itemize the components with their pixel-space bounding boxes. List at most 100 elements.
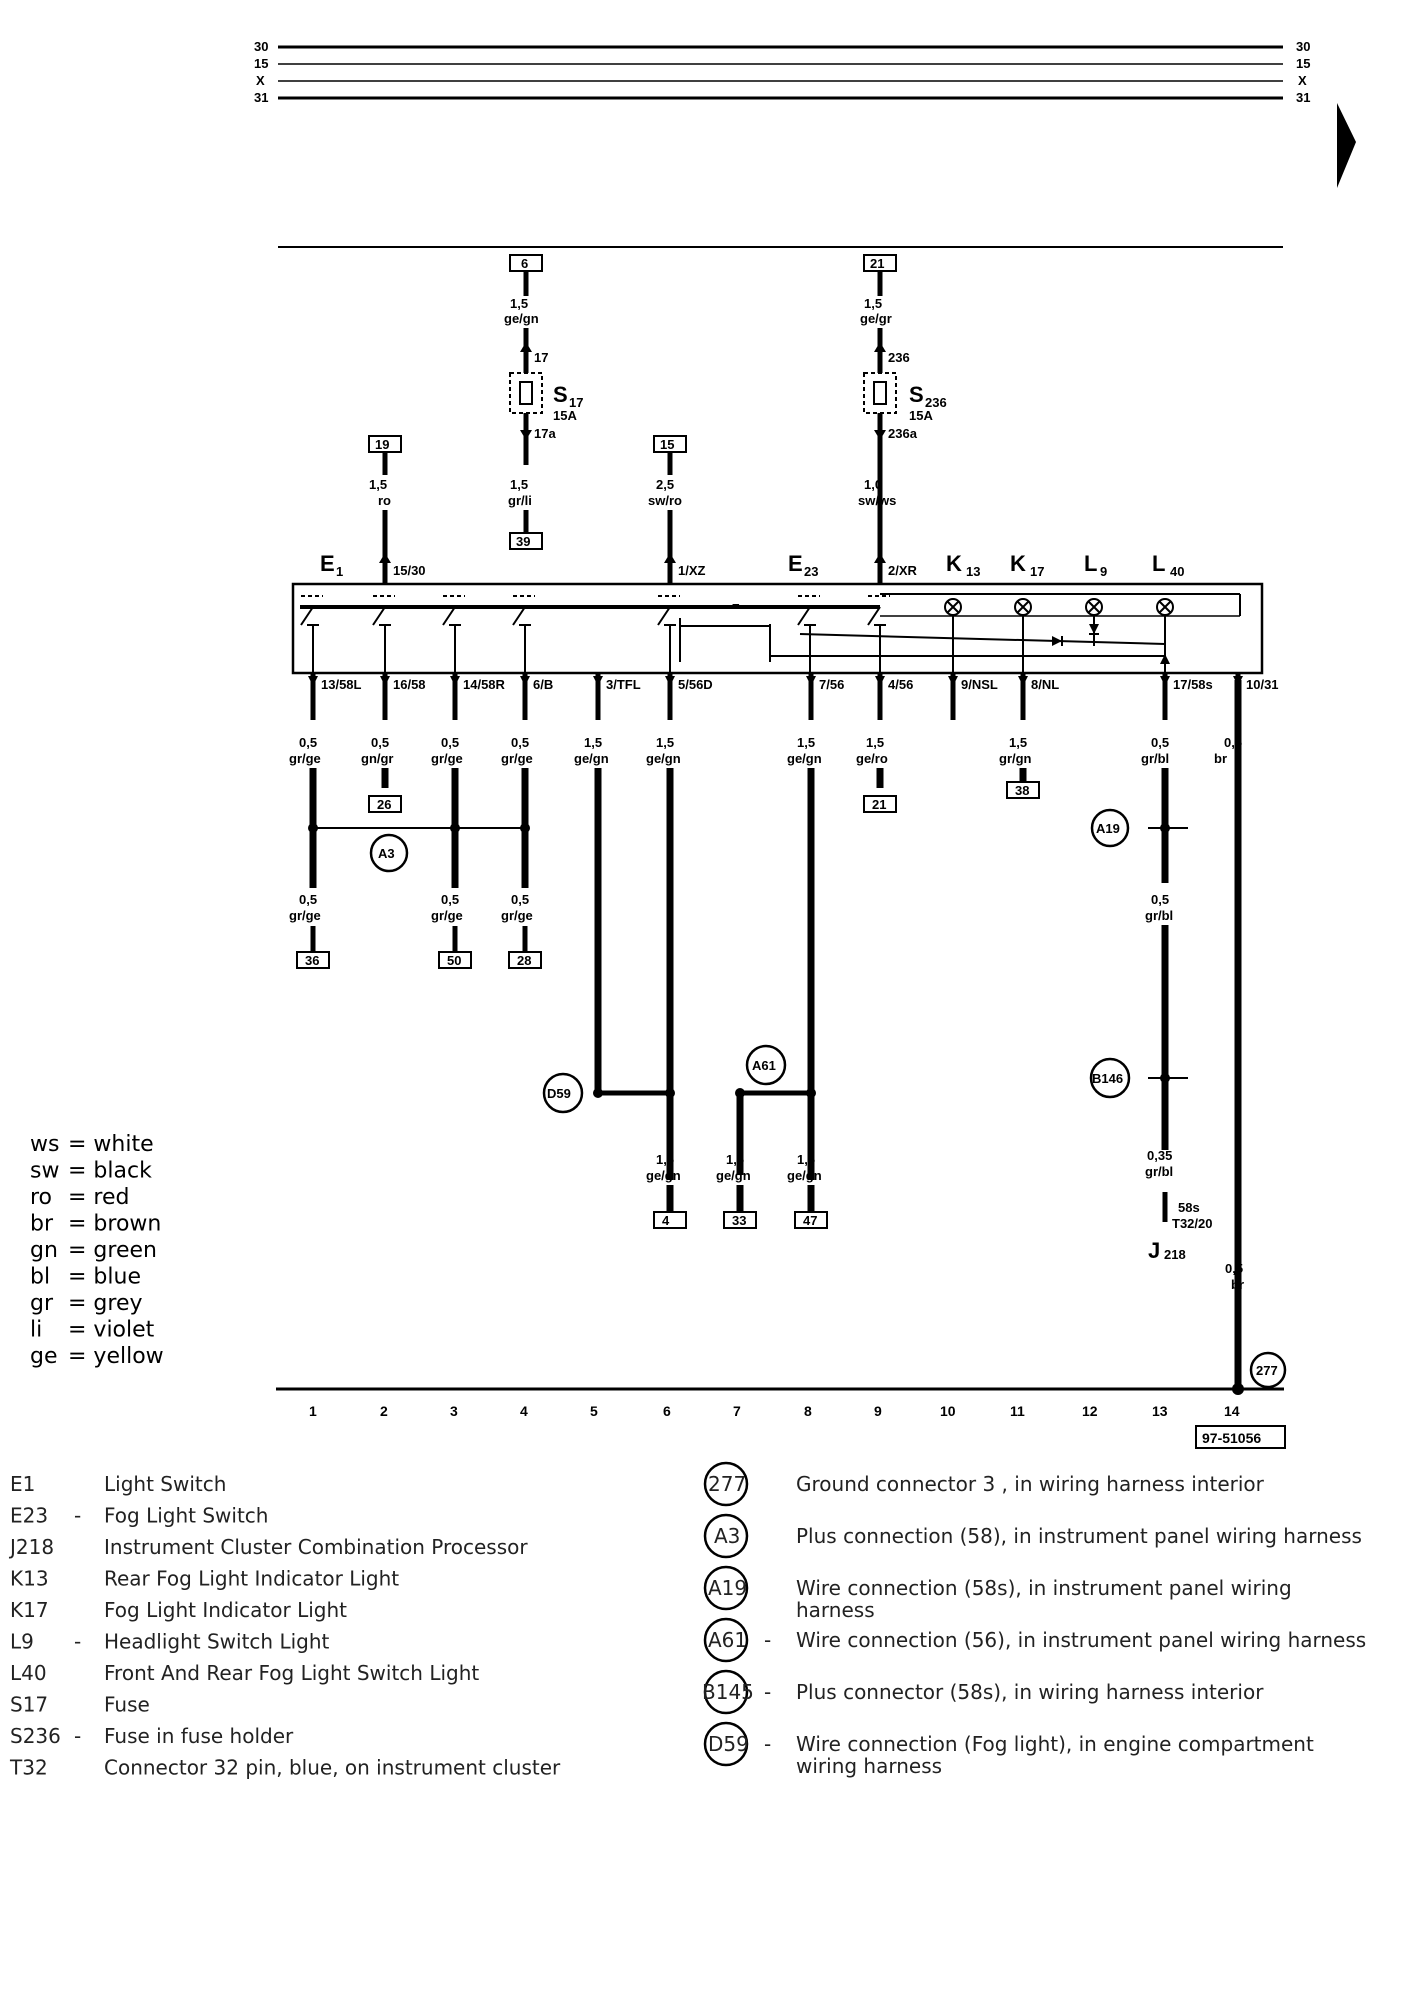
svg-text:8/NL: 8/NL [1031,677,1059,692]
svg-text:9/NSL: 9/NSL [961,677,998,692]
svg-text:ge/gn: ge/gn [787,751,822,766]
svg-text:1,5: 1,5 [510,296,528,311]
svg-text:S: S [553,382,568,407]
color-code: ge [30,1344,58,1369]
continue-right-icon[interactable] [1337,103,1356,188]
connector-legend-item: D59- Wire connection (Fog light), in engi… [703,1721,1314,1778]
svg-text:15/30: 15/30 [393,563,426,578]
svg-text:1,5: 1,5 [656,735,674,750]
k13-lamp-icon [944,598,962,680]
svg-text:sw/ro: sw/ro [648,493,682,508]
svg-text:39: 39 [516,534,530,549]
output-pin-7-56: 7/561,5ge/gn [787,673,844,1180]
connector-circle-icon [703,1721,749,1767]
svg-text:ge/gn: ge/gn [504,311,539,326]
color-code: br [30,1212,54,1237]
legend-code: K13 [10,1567,49,1591]
svg-text:218: 218 [1164,1247,1186,1262]
svg-text:17: 17 [534,350,548,365]
color-name: = blue [68,1265,141,1290]
legend-code: S17 [10,1693,48,1717]
color-code: ws [30,1132,59,1157]
svg-text:ge/gr: ge/gr [860,311,892,326]
power-rails: 30 15 X 31 30 15 X 31 [254,39,1310,105]
svg-text:-: - [764,1732,771,1756]
svg-text:gr/ge: gr/ge [431,908,463,923]
svg-text:Plus connector (58s), in wirin: Plus connector (58s), in wiring harness … [796,1680,1264,1704]
fuse-icon [519,381,533,405]
svg-text:17: 17 [1030,564,1044,579]
fuse-s236-branch: 21 1,5 ge/gr 236 S 236 15A 236a 1,0 sw/w… [858,254,947,508]
svg-text:-: - [764,1680,771,1704]
svg-text:4/56: 4/56 [888,677,913,692]
svg-text:A61: A61 [708,1628,747,1652]
svg-text:gr/bl: gr/bl [1141,751,1169,766]
svg-text:6/B: 6/B [533,677,553,692]
color-name: = violet [68,1318,155,1343]
svg-text:Wire connection (58s), in inst: Wire connection (58s), in instrument pan… [796,1576,1292,1600]
svg-text:0,5: 0,5 [1151,735,1169,750]
legend-desc: Fog Light Indicator Light [104,1598,347,1622]
color-code: gr [30,1291,54,1316]
color-code: ro [30,1185,52,1210]
svg-text:L: L [1152,551,1165,576]
svg-text:ge/gn: ge/gn [716,1168,751,1183]
svg-text:17/58s: 17/58s [1173,677,1213,692]
legend-code: J218 [8,1535,54,1559]
svg-text:15A: 15A [909,408,933,423]
svg-text:0,5: 0,5 [441,892,459,907]
ruler-number: 2 [380,1403,388,1419]
switch-contact-icon [300,595,323,680]
ruler-number: 3 [450,1403,458,1419]
legend-desc: Front And Rear Fog Light Switch Light [104,1661,479,1685]
ruler-number: 13 [1152,1403,1168,1419]
ref-box: 6 [521,256,528,271]
connector-circle-icon [703,1565,749,1611]
color-code: gn [30,1238,58,1263]
color-name: = green [68,1238,157,1263]
ruler-number: 10 [940,1403,956,1419]
svg-text:K: K [1010,551,1026,576]
svg-text:D59: D59 [547,1086,571,1101]
svg-text:13/58L: 13/58L [321,677,362,692]
svg-text:0,5: 0,5 [299,892,317,907]
legend-desc: Instrument Cluster Combination Processor [104,1535,528,1559]
rail-30-left: 30 [254,39,268,54]
connector-legend-item: A61-Wire connection (56), in instrument … [703,1617,1366,1663]
svg-text:1: 1 [336,564,343,579]
svg-text:-: - [764,1628,771,1652]
ruler-number: 7 [733,1403,741,1419]
color-name: = brown [68,1212,161,1237]
ruler-number: 8 [804,1403,812,1419]
svg-text:0,5: 0,5 [1151,892,1169,907]
connector-circle-icon [703,1669,749,1715]
svg-text:D59: D59 [708,1732,749,1756]
svg-text:gr/ge: gr/ge [289,908,321,923]
svg-text:A19: A19 [708,1576,747,1600]
legend-desc: Fuse in fuse holder [104,1724,294,1748]
ruler-number: 11 [1010,1403,1025,1419]
svg-text:gr/bl: gr/bl [1145,1164,1173,1179]
svg-text:A61: A61 [752,1058,776,1073]
legend-code: L40 [10,1661,47,1685]
svg-text:B146: B146 [1092,1071,1123,1086]
svg-text:5/56D: 5/56D [678,677,713,692]
svg-text:1,5: 1,5 [797,1152,815,1167]
legend-desc: Rear Fog Light Indicator Light [104,1567,399,1591]
svg-text:Wire connection (Fog light), i: Wire connection (Fog light), in engine c… [796,1732,1314,1756]
color-name: = grey [68,1291,143,1316]
color-code: li [30,1318,42,1343]
doc-id: 97-51056 [1202,1430,1261,1446]
